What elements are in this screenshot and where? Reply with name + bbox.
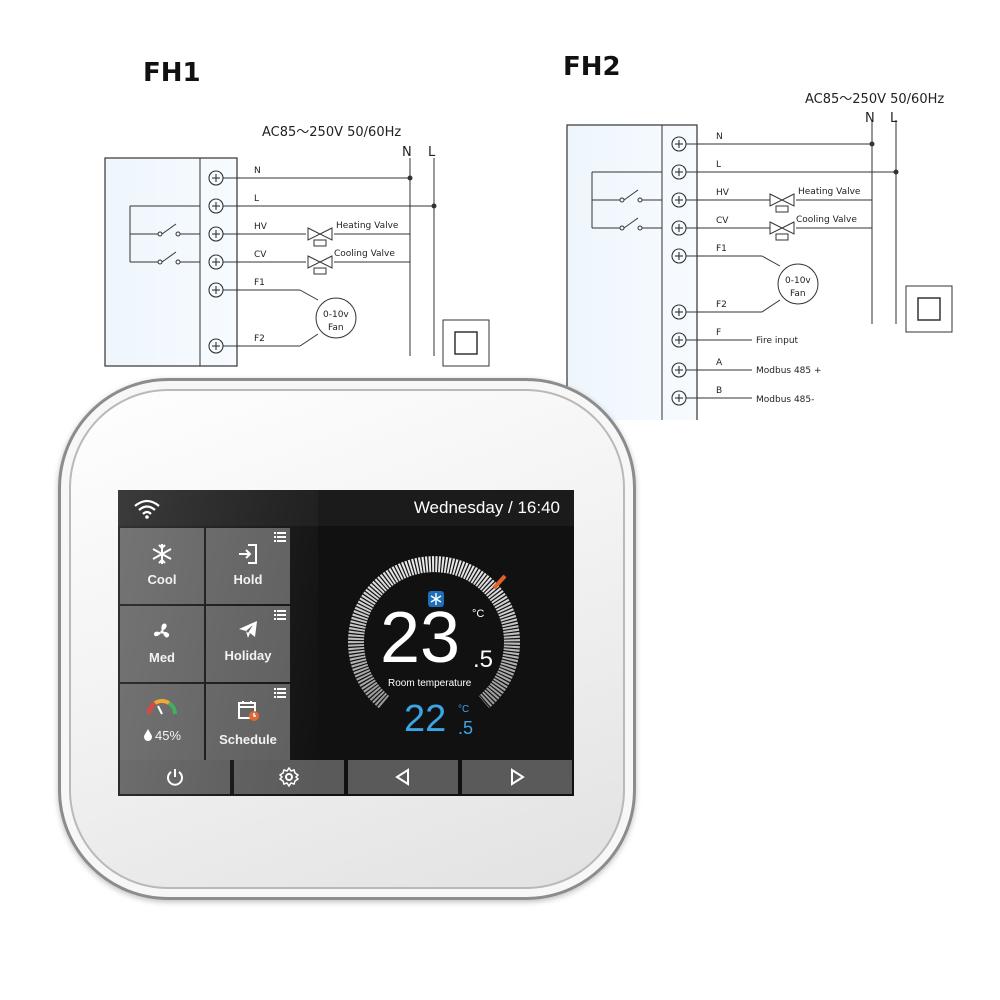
datetime-label: Wednesday / 16:40 <box>413 498 560 517</box>
fh2-terminal-label: F <box>716 328 721 338</box>
fh2-fire-input-label: Fire input <box>756 336 799 346</box>
fh2-terminal-label: CV <box>716 216 729 226</box>
airplane-icon <box>239 621 257 638</box>
fh2-terminal-block <box>671 136 687 406</box>
fh1-cooling-valve-icon <box>307 255 333 275</box>
fh2-power-label: AC85～250V 50/60Hz <box>805 92 944 107</box>
fh1-heating-valve-icon <box>307 227 333 247</box>
fh2-modbus-minus-label: Modbus 485- <box>756 395 814 405</box>
cooling-mode-icon <box>428 591 444 607</box>
menu-icon <box>274 532 286 542</box>
fh1-fan-icon <box>315 297 357 339</box>
fh2-terminal-label: L <box>716 160 721 170</box>
exit-door-icon <box>239 544 257 564</box>
power-button[interactable] <box>120 760 230 794</box>
gauge-icon <box>146 699 178 715</box>
room-temperature-unit: °C <box>472 608 485 620</box>
menu-icon <box>274 610 286 620</box>
fh1-terminal-label: HV <box>254 222 268 232</box>
fh2-heating-valve-label: Heating Valve <box>798 187 861 197</box>
set-temperature-decimal: .5 <box>458 718 474 738</box>
holiday-button[interactable]: Holiday <box>206 606 290 682</box>
menu-icon <box>274 688 286 698</box>
gauge-marker <box>492 574 507 590</box>
fh2-terminal-label: HV <box>716 188 730 198</box>
left-arrow-icon <box>395 768 409 786</box>
right-arrow-icon <box>511 768 525 786</box>
wifi-icon <box>134 499 160 519</box>
fh2-title: FH2 <box>563 52 621 82</box>
set-temperature-value: 22 <box>404 698 447 740</box>
droplet-icon <box>143 729 152 741</box>
schedule-label: Schedule <box>219 732 277 747</box>
room-temperature-decimal: .5 <box>473 646 494 673</box>
humidity-label: 45% <box>154 728 182 743</box>
fh2-terminal-label: N <box>716 132 723 142</box>
cool-label: Cool <box>147 572 177 587</box>
fh2-thermostat-box <box>566 124 698 420</box>
power-icon <box>167 769 183 786</box>
fh2-cooling-valve-icon <box>769 221 795 241</box>
fh1-power-n: N <box>402 145 412 160</box>
fh1-terminal-label: N <box>254 166 261 176</box>
schedule-button[interactable]: Schedule <box>206 684 290 760</box>
status-bar: Wednesday / 16:40 <box>118 490 574 526</box>
hold-label: Hold <box>233 572 263 587</box>
fh1-heating-valve-label: Heating Valve <box>336 221 399 231</box>
fh2-fan-icon <box>777 263 819 305</box>
fan-speed-button[interactable]: Med <box>120 606 204 682</box>
fh1-fan-label: Fan <box>328 323 344 333</box>
cool-mode-button[interactable]: Cool <box>120 528 204 604</box>
humidity-value: 45% <box>120 728 204 743</box>
decrease-button[interactable] <box>348 760 458 794</box>
fh1-fan-speed-label: 0-10v <box>323 310 349 320</box>
thermostat-screen: Wednesday / 16:40 Cool Hold <box>118 490 574 796</box>
fh1-power-l: L <box>428 145 436 160</box>
fh2-heating-valve-icon <box>769 193 795 213</box>
room-temperature-label: Room temperature <box>388 678 472 689</box>
set-temperature-unit: °C <box>458 704 470 715</box>
holiday-label: Holiday <box>224 648 272 663</box>
fh2-fan-label: Fan <box>790 289 806 299</box>
fan-icon <box>154 623 170 638</box>
temperature-gauge <box>348 556 520 709</box>
fh2-power-l: L <box>890 111 898 126</box>
fh1-terminal-label: CV <box>254 250 267 260</box>
hold-button[interactable]: Hold <box>206 528 290 604</box>
fh2-cooling-valve-label: Cooling Valve <box>796 215 857 225</box>
fh1-diagram <box>104 157 490 367</box>
fh2-terminal-label: B <box>716 386 722 396</box>
humidity-tile: 45% <box>120 684 204 760</box>
fh1-terminal-label: F1 <box>254 278 265 288</box>
gear-icon <box>279 767 299 787</box>
fh1-power-label: AC85～250V 50/60Hz <box>262 125 401 140</box>
fh1-title: FH1 <box>143 58 201 88</box>
fh2-diagram <box>566 120 953 420</box>
fh2-terminal-label: F2 <box>716 300 727 310</box>
snowflake-icon <box>152 544 172 564</box>
settings-button[interactable] <box>234 760 344 794</box>
room-temperature-value: 23 <box>380 598 461 678</box>
calendar-icon <box>238 701 259 721</box>
increase-button[interactable] <box>462 760 572 794</box>
fh2-terminal-label: F1 <box>716 244 727 254</box>
fh1-cooling-valve-label: Cooling Valve <box>334 249 395 259</box>
fan-speed-label: Med <box>149 650 175 665</box>
fh1-terminal-label: F2 <box>254 334 265 344</box>
fh2-fan-speed-label: 0-10v <box>785 276 811 286</box>
fh2-power-n: N <box>865 111 875 126</box>
fh2-terminal-label: A <box>716 358 723 368</box>
fh1-terminal-label: L <box>254 194 259 204</box>
fh2-modbus-plus-label: Modbus 485 + <box>756 366 822 376</box>
